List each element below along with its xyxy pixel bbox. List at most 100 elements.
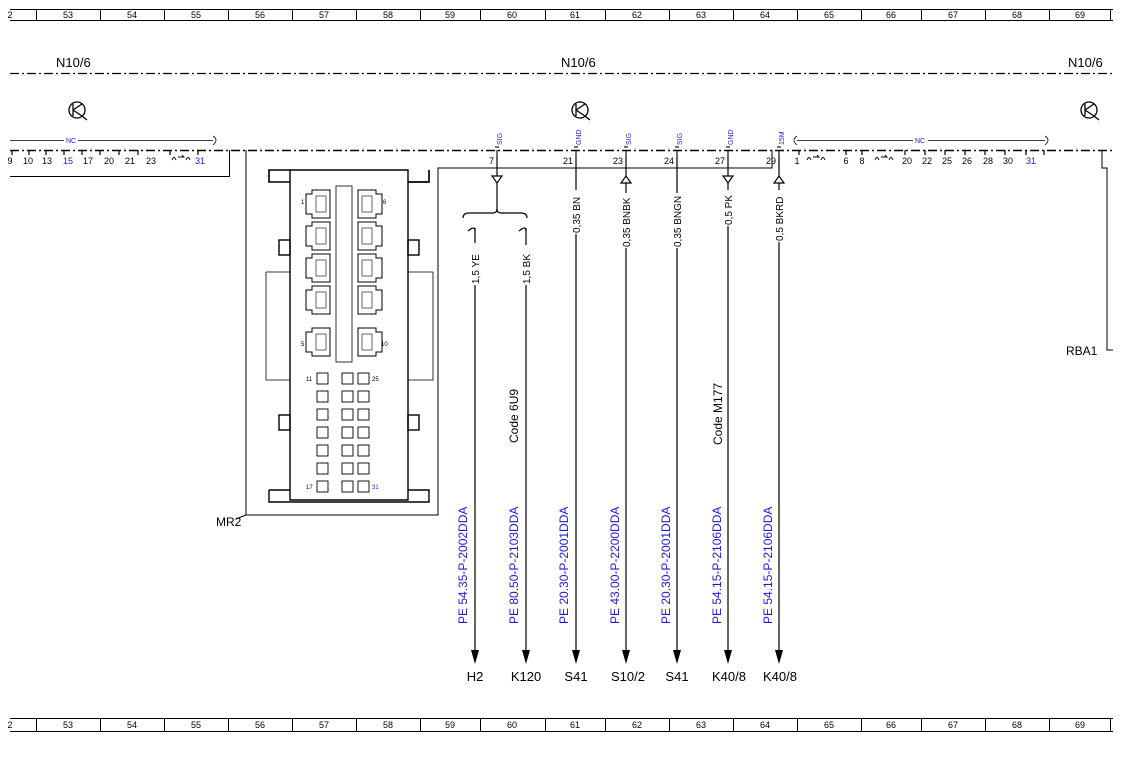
transistor-icon — [68, 101, 88, 121]
connector-small-pins — [316, 372, 370, 493]
destinations: H2 K120 S41 S10/2 S41 K40/8 K40/8 — [467, 669, 797, 684]
component-label-right: N10/6 — [1068, 55, 1103, 70]
connector-pin-label: 31 — [372, 485, 379, 491]
ruler-number: 55 — [191, 720, 201, 730]
reference-link[interactable]: PE 80.50-P-2103DDA — [507, 507, 521, 624]
ruler-number: 53 — [63, 720, 73, 730]
arrowhead — [775, 650, 783, 664]
wire-spec: 0,35 BNGN — [673, 196, 684, 247]
component-label-left: N10/6 — [56, 55, 91, 70]
nc-label: NC — [915, 138, 925, 145]
pin-number: 7 — [489, 156, 494, 166]
reference-link[interactable]: PE 54.35-P-2002DDA — [456, 507, 470, 624]
wire-pin7 — [462, 156, 528, 655]
transistor-icon — [1080, 101, 1100, 121]
pin-numbers: 7 21 23 24 27 29 — [489, 156, 776, 166]
destination-label[interactable]: K40/8 — [712, 669, 746, 684]
connector-pin-label: 1 — [301, 200, 305, 206]
connector-leader — [235, 514, 247, 520]
ruler-number: 2 — [7, 720, 12, 730]
reference-link[interactable]: PE 43.00-P-2200DDA — [608, 507, 622, 624]
connector-pin-label: 25 — [372, 377, 379, 383]
arrowhead — [622, 650, 630, 664]
reference-link[interactable]: PE 54.15-P-2106DDA — [710, 507, 724, 624]
pin-number: 10 — [23, 156, 33, 166]
left-nc-block: NC 9 10 13 15 17 20 21 23 31 — [7, 135, 217, 166]
ruler-number: 59 — [445, 720, 455, 730]
ruler-number: 65 — [824, 10, 834, 20]
ruler-number: 62 — [632, 720, 642, 730]
pin-number: 9 — [7, 156, 12, 166]
destination-label[interactable]: K120 — [511, 669, 541, 684]
nc-label: NC — [66, 138, 76, 145]
ruler-number: 60 — [507, 10, 517, 20]
destination-label[interactable]: S10/2 — [611, 669, 645, 684]
pin-number: 1 — [794, 156, 799, 166]
ruler-number: 64 — [760, 720, 770, 730]
arrowhead — [673, 650, 681, 664]
destination-label[interactable]: H2 — [467, 669, 484, 684]
pin-number: 20 — [902, 156, 912, 166]
pin-number: 22 — [922, 156, 932, 166]
ruler-number: 68 — [1012, 10, 1022, 20]
code-labels: Code 6U9 Code M177 — [507, 383, 725, 445]
ruler-number: 56 — [255, 10, 265, 20]
code-label: Code 6U9 — [507, 389, 521, 443]
signal-label: SIG — [626, 133, 633, 145]
top-ruler-numbers: 2 53 54 55 56 57 58 59 60 61 62 63 64 65… — [7, 10, 1085, 20]
ruler-number: 58 — [383, 10, 393, 20]
top-ruler — [10, 9, 1113, 21]
pin-number: 6 — [843, 156, 848, 166]
destination-label[interactable]: S41 — [564, 669, 587, 684]
destination-label[interactable]: K40/8 — [763, 669, 797, 684]
wire-spec: 0,35 BNBK — [622, 197, 633, 247]
pin-number: 31 — [195, 156, 205, 166]
ruler-number: 57 — [319, 720, 329, 730]
destination-label[interactable]: S41 — [665, 669, 688, 684]
pin-stubs — [495, 146, 781, 156]
connector-mr2-frame — [245, 150, 773, 516]
ruler-number: 53 — [63, 10, 73, 20]
wire-pin27 — [721, 156, 735, 655]
reference-links: PE 54.35-P-2002DDA PE 80.50-P-2103DDA PE… — [456, 507, 775, 624]
component-label-center: N10/6 — [561, 55, 596, 70]
reference-link[interactable]: PE 20.30-P-2001DDA — [659, 507, 673, 624]
connector-pin-label: 11 — [306, 377, 313, 383]
pin-number: 15 — [63, 156, 73, 166]
signal-label: 15M — [779, 131, 786, 145]
signal-label: GND — [576, 129, 583, 145]
wire-spec: 0,5 BKRD — [775, 197, 786, 241]
pin-number: 26 — [962, 156, 972, 166]
ruler-number: 57 — [319, 10, 329, 20]
connector-pin-label: 10 — [381, 342, 388, 348]
bottom-ruler — [10, 718, 1113, 732]
pin-number: 21 — [563, 156, 573, 166]
signal-label: SIG — [497, 133, 504, 145]
pin-number: 17 — [83, 156, 93, 166]
signal-labels: SIG GND SIG SIG GND 15M — [497, 129, 786, 145]
pin-number: 23 — [613, 156, 623, 166]
ruler-number: 62 — [632, 10, 642, 20]
pin-number: 20 — [104, 156, 114, 166]
reference-link[interactable]: PE 20.30-P-2001DDA — [557, 507, 571, 624]
connector-pin-label: 17 — [306, 485, 313, 491]
rba1-leader — [1101, 150, 1113, 351]
ruler-number: 67 — [948, 10, 958, 20]
wire-arrowheads — [471, 650, 783, 664]
ruler-number: 55 — [191, 10, 201, 20]
ruler-number: 61 — [570, 10, 580, 20]
bottom-ruler-numbers: 2 53 54 55 56 57 58 59 60 61 62 63 64 65… — [7, 720, 1085, 730]
signal-label: GND — [728, 129, 735, 145]
pin-number: 27 — [715, 156, 725, 166]
ruler-number: 54 — [127, 10, 137, 20]
reference-link[interactable]: PE 54.15-P-2106DDA — [761, 507, 775, 624]
arrowhead — [522, 650, 530, 664]
ruler-number: 63 — [696, 720, 706, 730]
ruler-number: 69 — [1075, 10, 1085, 20]
ruler-number: 63 — [696, 10, 706, 20]
arrowhead — [471, 650, 479, 664]
arrowhead — [572, 650, 580, 664]
pin-number: 13 — [42, 156, 52, 166]
pin-number: 23 — [146, 156, 156, 166]
